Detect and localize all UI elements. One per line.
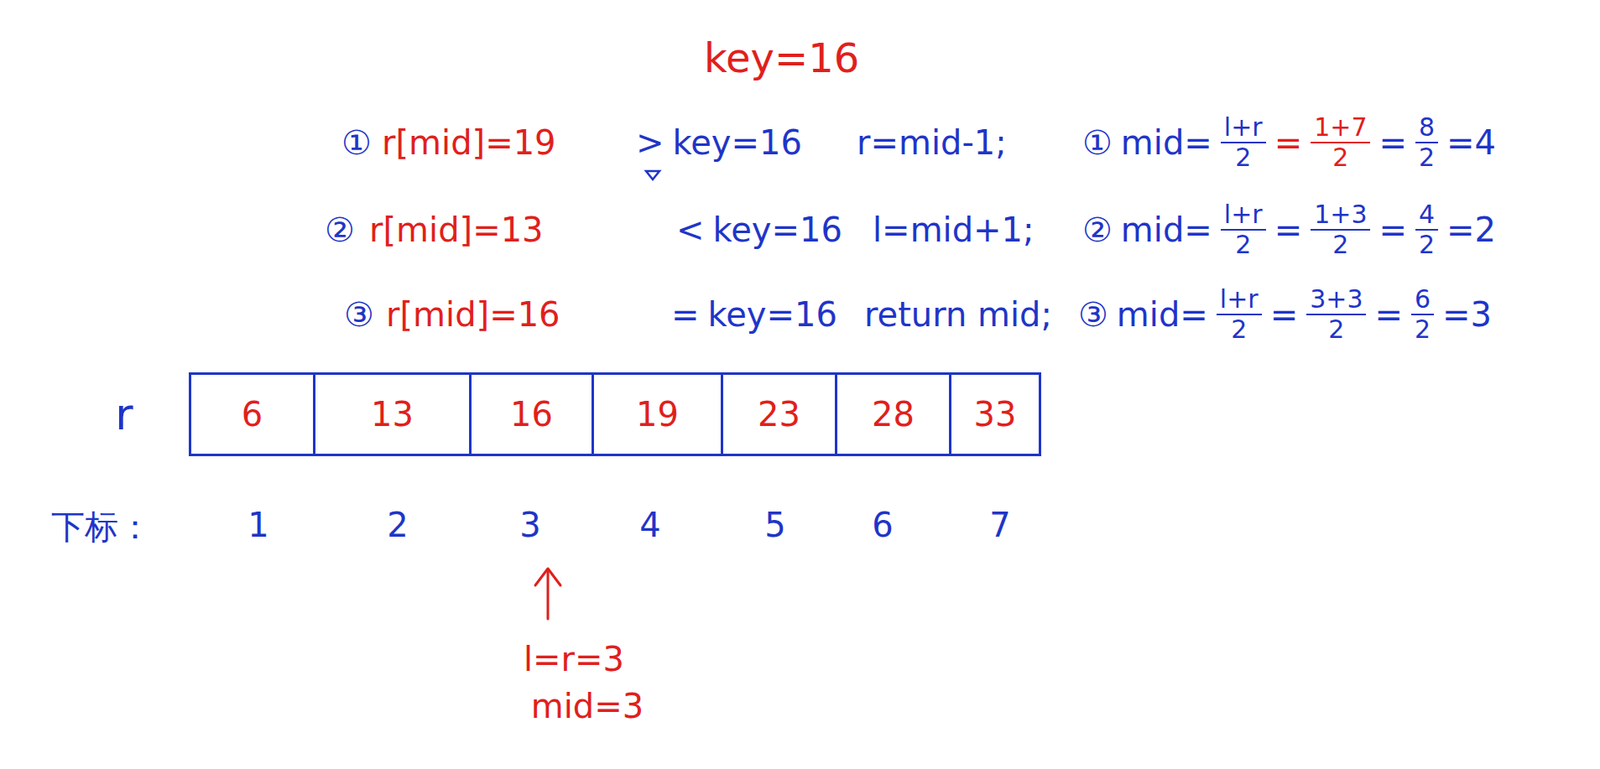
fraction-part: 2 [1231,230,1255,261]
array-cell: 19 [591,372,724,457]
cell-value: 6 [241,395,263,434]
fraction: l+r2 [1220,113,1267,173]
fraction: 82 [1415,113,1439,173]
cell-value: 19 [635,395,679,434]
mark-triangle [646,171,660,180]
fraction: 3+32 [1306,285,1366,345]
formula-text: =4 [1446,123,1496,162]
fraction-part: 4 [1415,200,1439,232]
cell-value: 33 [974,395,1017,434]
fraction-part: 2 [1231,143,1255,173]
fraction-part: 2 [1415,143,1439,173]
formula-text: return mid; [864,295,1053,334]
formula-text: r[mid]=19 [381,123,557,162]
fraction-part: 6 [1411,285,1434,317]
formula-text: = [671,295,700,334]
fraction-part: 1+3 [1310,200,1371,232]
formula-text: r[mid]=13 [369,210,544,250]
fraction-part: l+r [1220,200,1267,232]
index-number: 6 [871,505,893,545]
fraction-part: l+r [1220,113,1267,145]
pointer-arrow [547,570,550,620]
step-number: ① [341,123,372,162]
formula-text: mid= [1116,295,1209,334]
formula-text: l=mid+1; [872,210,1035,250]
formula-text: key=16 [708,295,838,334]
step-number: ② [324,210,355,250]
fraction-part: 8 [1415,113,1439,145]
formula-text: key=16 [672,123,803,162]
fraction: 62 [1411,285,1434,345]
fraction-part: 2 [1328,143,1352,173]
formula-text: = [1374,295,1403,334]
formula-text: < [676,210,705,250]
array-name: r [114,390,133,441]
fraction: 42 [1415,200,1439,261]
cell-value: 23 [757,395,801,434]
fraction-part: l+r [1216,285,1262,317]
fraction-part: 2 [1328,230,1352,261]
cell-value: 16 [510,395,553,434]
cell-value: 28 [871,395,915,434]
index-number: 7 [989,505,1011,545]
array-cell: 33 [948,372,1042,457]
formula-text: = [1378,123,1408,162]
formula-text: = [1274,210,1303,250]
search-key: key=16 [703,35,860,82]
cell-value: 13 [370,395,414,434]
formula-text: r[mid]=16 [385,295,561,334]
formula-text: mid= [1120,123,1213,162]
fraction: l+r2 [1220,200,1267,261]
array-cell: 23 [720,372,838,457]
step-number: ① [1082,123,1113,162]
step-number: ③ [343,295,375,334]
fraction-part: 2 [1415,230,1439,261]
array-cell: 28 [834,372,952,457]
index-number: 1 [247,505,269,545]
fraction-part: 2 [1324,315,1348,345]
formula-text: =2 [1446,210,1496,250]
formula-text: mid= [1120,210,1213,250]
formula-text: = [1270,295,1299,334]
index-number: 3 [519,505,541,545]
fraction: 1+32 [1310,200,1371,261]
fraction-part: 2 [1227,315,1251,345]
formula-text: key=16 [713,210,843,250]
array-cell: 16 [469,372,595,457]
index-number: 5 [764,505,786,545]
fraction-part: 1+7 [1310,113,1371,145]
pointer-arrowhead [535,568,561,586]
formula-text: = [1274,123,1303,162]
index-heading: 下标： [51,507,152,547]
pointer-note: mid=3 [531,687,644,726]
fraction: 1+72 [1310,113,1371,173]
formula-text: = [1378,210,1408,250]
step-number: ③ [1078,295,1109,334]
step-number: ② [1082,210,1113,250]
fraction-part: 3+3 [1306,285,1366,317]
fraction-part: 2 [1411,315,1434,345]
array-cell: 6 [188,372,316,457]
index-number: 4 [639,505,661,545]
formula-text: > [635,123,665,162]
formula-text: r=mid-1; [856,123,1007,162]
pointer-note: l=r=3 [523,640,625,679]
fraction: l+r2 [1216,285,1262,345]
formula-text: =3 [1442,295,1492,334]
index-number: 2 [386,505,408,545]
array-cell: 13 [312,372,472,457]
